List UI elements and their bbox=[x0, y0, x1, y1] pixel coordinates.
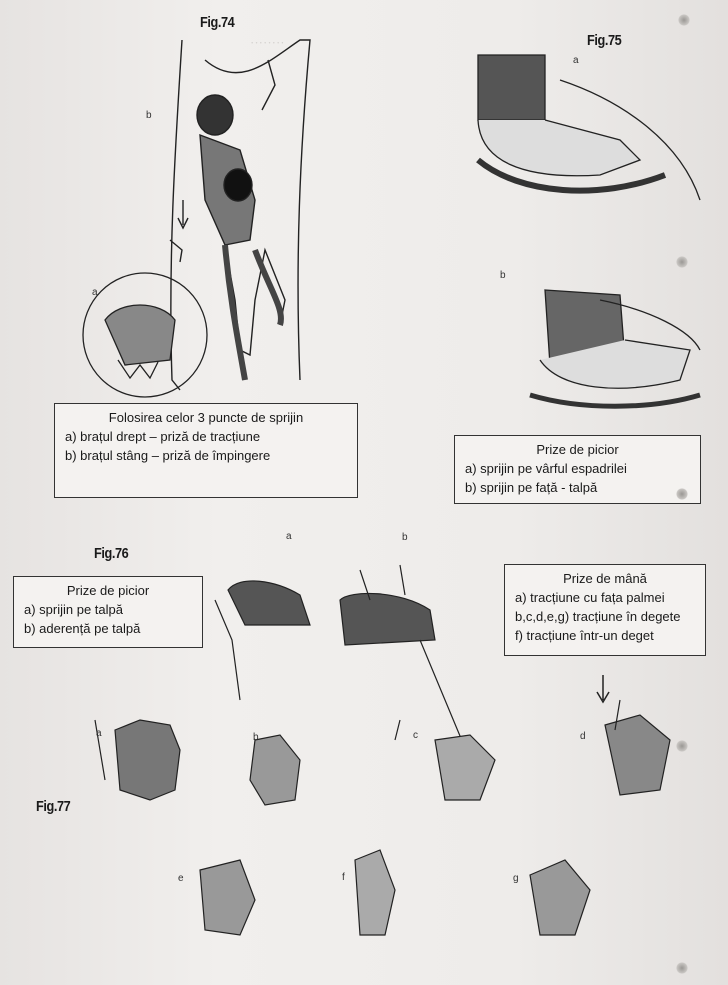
fig76-sub-b: b bbox=[402, 532, 408, 543]
climber-illustration bbox=[169, 39, 311, 391]
caption-item: b) sprijin pe față - talpă bbox=[465, 480, 598, 495]
fig74-sub-b: b bbox=[146, 110, 152, 121]
caption-title: Prize de mână bbox=[563, 571, 647, 586]
fig77-sub-b: b bbox=[253, 732, 259, 743]
fig76-label: Fig.76 bbox=[94, 545, 129, 562]
fig76-sub-a: a bbox=[286, 531, 292, 542]
caption-item: a) sprijin pe vârful espadrilei bbox=[465, 461, 627, 476]
fig74-label: Fig.74 bbox=[200, 14, 235, 31]
binder-hole bbox=[676, 962, 688, 974]
binder-hole bbox=[676, 488, 688, 500]
caption-item: b,c,d,e,g) tracțiune în degete bbox=[515, 609, 681, 624]
caption-foot-holds-75: Prize de picior a) sprijin pe vârful esp… bbox=[454, 435, 701, 504]
caption-title: Prize de picior bbox=[66, 583, 150, 598]
fig74-sub-a: a bbox=[92, 287, 98, 298]
caption-item: a) sprijin pe talpă bbox=[24, 602, 123, 617]
fig75-label: Fig.75 bbox=[587, 32, 622, 49]
caption-hand-holds-77: Prize de mână a) tracțiune cu fața palme… bbox=[504, 564, 706, 656]
shoe-illustration-b bbox=[529, 289, 701, 409]
caption-item: f) tracțiune într-un deget bbox=[515, 628, 654, 643]
caption-foot-holds-76: Prize de picior a) sprijin pe talpă b) a… bbox=[13, 576, 203, 648]
caption-item: b) aderență pe talpă bbox=[24, 621, 141, 636]
shoe-illustration-76b bbox=[339, 564, 471, 761]
fig77-sub-c: c bbox=[413, 730, 418, 741]
fig77-sub-f: f bbox=[342, 872, 345, 883]
bleed-through-text: ········ bbox=[250, 35, 285, 50]
hand-illustrations bbox=[94, 699, 671, 936]
caption-item: a) brațul drept – priză de tracțiune bbox=[65, 429, 261, 444]
caption-item: a) tracțiune cu fața palmei bbox=[515, 590, 665, 605]
fig77-sub-d: d bbox=[580, 731, 586, 742]
detail-circle bbox=[82, 272, 208, 398]
caption-title: Prize de picior bbox=[536, 442, 619, 457]
fig77-label: Fig.77 bbox=[36, 798, 71, 815]
binder-hole bbox=[676, 256, 688, 268]
arrow-indicator bbox=[596, 675, 610, 704]
shoe-illustration-a bbox=[476, 54, 701, 201]
caption-three-points: Folosirea celor 3 puncte de sprijin a) b… bbox=[54, 403, 358, 498]
fig77-sub-e: e bbox=[178, 873, 184, 884]
shoe-illustration-76a bbox=[214, 580, 311, 701]
caption-item: b) brațul stâng – priză de împingere bbox=[65, 448, 271, 463]
fig75-sub-a: a bbox=[573, 55, 579, 66]
binder-hole bbox=[676, 740, 688, 752]
fig77-sub-g: g bbox=[513, 873, 519, 884]
fig77-sub-a: a bbox=[96, 728, 102, 739]
binder-hole bbox=[678, 14, 690, 26]
fig75-sub-b: b bbox=[500, 270, 506, 281]
caption-title: Folosirea celor 3 puncte de sprijin bbox=[108, 410, 304, 425]
